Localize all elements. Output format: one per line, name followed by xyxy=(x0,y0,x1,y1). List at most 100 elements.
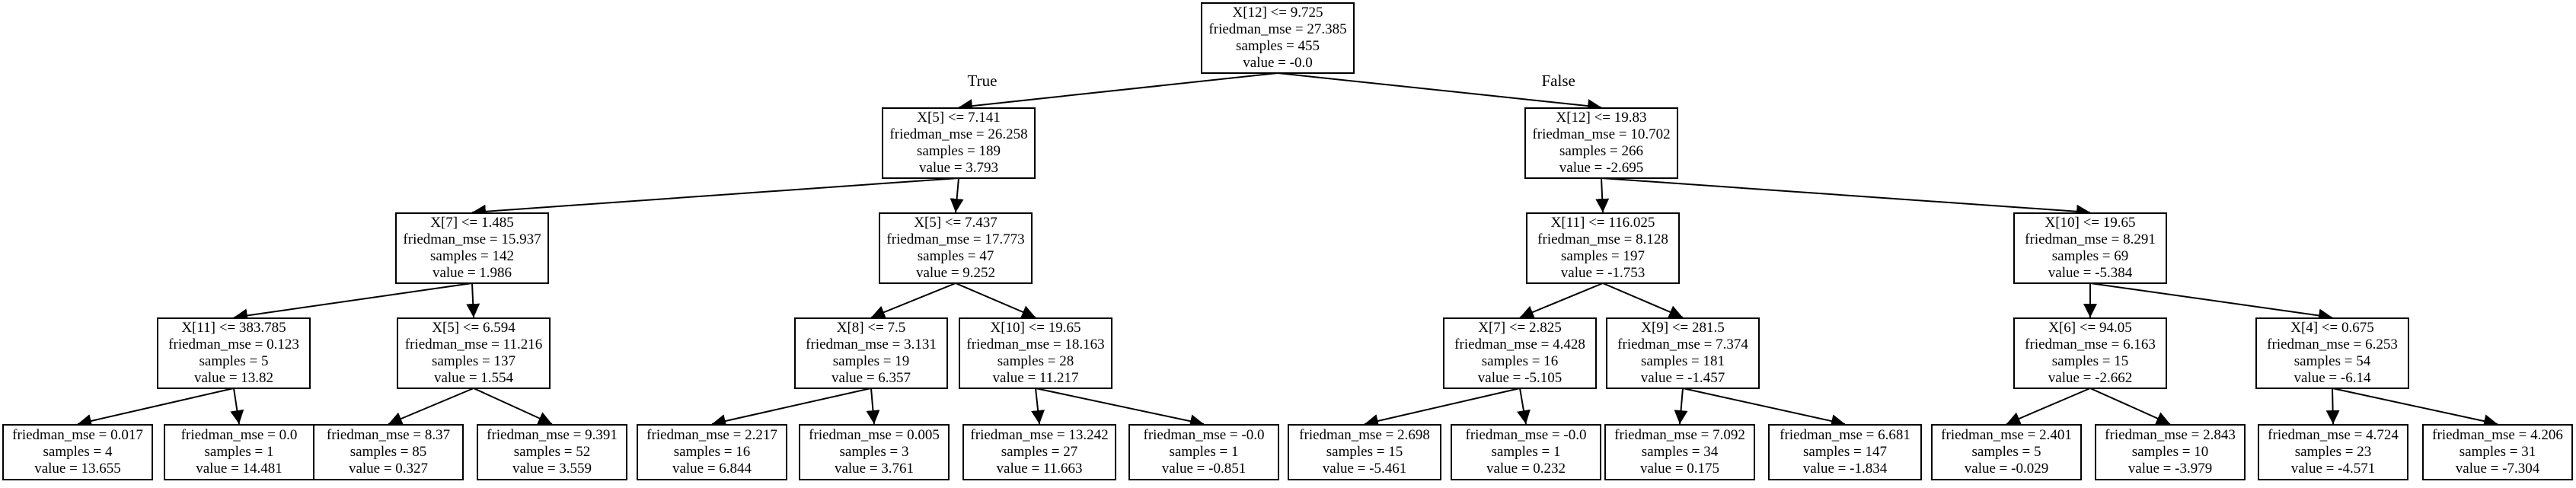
node-box xyxy=(1288,424,1441,480)
node-line: friedman_mse = 13.242 xyxy=(970,427,1108,443)
node-line: friedman_mse = 0.0 xyxy=(181,427,298,443)
node-line: friedman_mse = -0.0 xyxy=(1466,427,1587,443)
edge-n9-n20 xyxy=(866,388,880,425)
node-line: samples = 4 xyxy=(43,444,113,460)
node-box xyxy=(1443,317,1597,389)
node-line: friedman_mse = 17.773 xyxy=(886,231,1024,247)
edge-n9-n19 xyxy=(711,388,872,428)
node-box xyxy=(2258,424,2408,480)
node-line: samples = 142 xyxy=(430,248,514,264)
node-line: friedman_mse = 4.724 xyxy=(2268,427,2399,443)
node-line: value = 0.175 xyxy=(1640,461,1719,477)
node-line: value = -0.851 xyxy=(1162,461,1246,477)
node-line: friedman_mse = 18.163 xyxy=(966,336,1104,352)
node-line: value = -0.0 xyxy=(1243,55,1312,71)
node-line: value = 1.554 xyxy=(434,370,514,386)
edge-n5-n11 xyxy=(1519,282,1604,319)
node-box xyxy=(164,424,314,480)
edge-n7-n15 xyxy=(77,388,235,428)
node-line: friedman_mse = 8.291 xyxy=(2025,231,2156,247)
node-line: friedman_mse = -0.0 xyxy=(1144,427,1265,443)
edge-n10-n21 xyxy=(1031,388,1045,425)
node-line: samples = 15 xyxy=(2052,353,2128,369)
edge-line xyxy=(1277,72,1602,113)
node-line: samples = 1 xyxy=(1492,444,1561,460)
edge-line xyxy=(870,282,956,319)
node-line: samples = 1 xyxy=(1170,444,1239,460)
node-box xyxy=(1128,424,1279,480)
node-line: friedman_mse = 6.253 xyxy=(2267,336,2398,352)
edge-n6-n14 xyxy=(2089,282,2333,323)
node-line: value = -2.662 xyxy=(2048,370,2132,386)
edge-n14-n30 xyxy=(2332,388,2498,428)
node-line: value = -7.304 xyxy=(2456,461,2540,477)
node-line: X[7] <= 2.825 xyxy=(1478,320,1562,336)
node-line: value = 0.232 xyxy=(1486,461,1566,477)
edge-line xyxy=(1517,388,1531,425)
node-box xyxy=(313,424,464,480)
node-box xyxy=(157,317,311,389)
node-line: X[12] <= 19.83 xyxy=(1556,110,1646,126)
edge-line xyxy=(711,388,872,428)
edge-n14-n29 xyxy=(2325,388,2340,425)
edge-n7-n16 xyxy=(230,388,244,425)
edge-line xyxy=(955,282,1036,319)
edge-line xyxy=(77,388,235,428)
edge-line xyxy=(230,388,244,425)
node-line: samples = 197 xyxy=(1561,248,1645,264)
node-box xyxy=(397,317,551,389)
node-line: value = -4.571 xyxy=(2291,461,2375,477)
node-box xyxy=(1931,424,2082,480)
edge-n13-n28 xyxy=(2089,388,2171,425)
node-line: X[10] <= 19.65 xyxy=(990,320,1081,336)
node-box xyxy=(1606,317,1760,389)
node-box xyxy=(2095,424,2246,480)
node-line: samples = 19 xyxy=(833,353,909,369)
node-line: X[4] <= 0.675 xyxy=(2290,320,2374,336)
node-line: samples = 10 xyxy=(2132,444,2208,460)
edge-line xyxy=(958,72,1278,113)
edge-n12-n25 xyxy=(1674,388,1688,425)
node-box xyxy=(1524,107,1678,179)
edge-line xyxy=(1674,388,1688,425)
edge-line xyxy=(1519,282,1604,319)
node-line: friedman_mse = 4.428 xyxy=(1454,336,1585,352)
node-line: samples = 85 xyxy=(350,444,426,460)
node-line: X[8] <= 7.5 xyxy=(837,320,906,336)
edge-line xyxy=(473,388,553,425)
edge-n8-n17 xyxy=(388,388,474,426)
node-line: value = 13.655 xyxy=(34,461,121,477)
edge-label-true: True xyxy=(968,72,998,90)
node-box xyxy=(477,424,627,480)
node-line: value = -5.461 xyxy=(1323,461,1406,477)
node-line: value = -6.14 xyxy=(2294,370,2371,386)
node-line: friedman_mse = 11.216 xyxy=(405,336,542,352)
node-line: friedman_mse = 2.843 xyxy=(2105,427,2236,443)
node-line: friedman_mse = 7.092 xyxy=(1614,427,1745,443)
node-line: X[9] <= 281.5 xyxy=(1641,320,1725,336)
node-line: samples = 54 xyxy=(2294,353,2371,369)
node-line: samples = 31 xyxy=(2459,444,2536,460)
edge-label-false: False xyxy=(1542,72,1575,90)
node-box xyxy=(799,424,950,480)
node-box xyxy=(2422,424,2573,480)
node-line: samples = 69 xyxy=(2052,248,2128,264)
edge-n13-n27 xyxy=(2006,388,2091,426)
node-box xyxy=(794,317,948,389)
node-line: friedman_mse = 4.206 xyxy=(2432,427,2563,443)
edge-n0-n1: True xyxy=(958,72,1278,113)
node-box xyxy=(1201,2,1355,74)
